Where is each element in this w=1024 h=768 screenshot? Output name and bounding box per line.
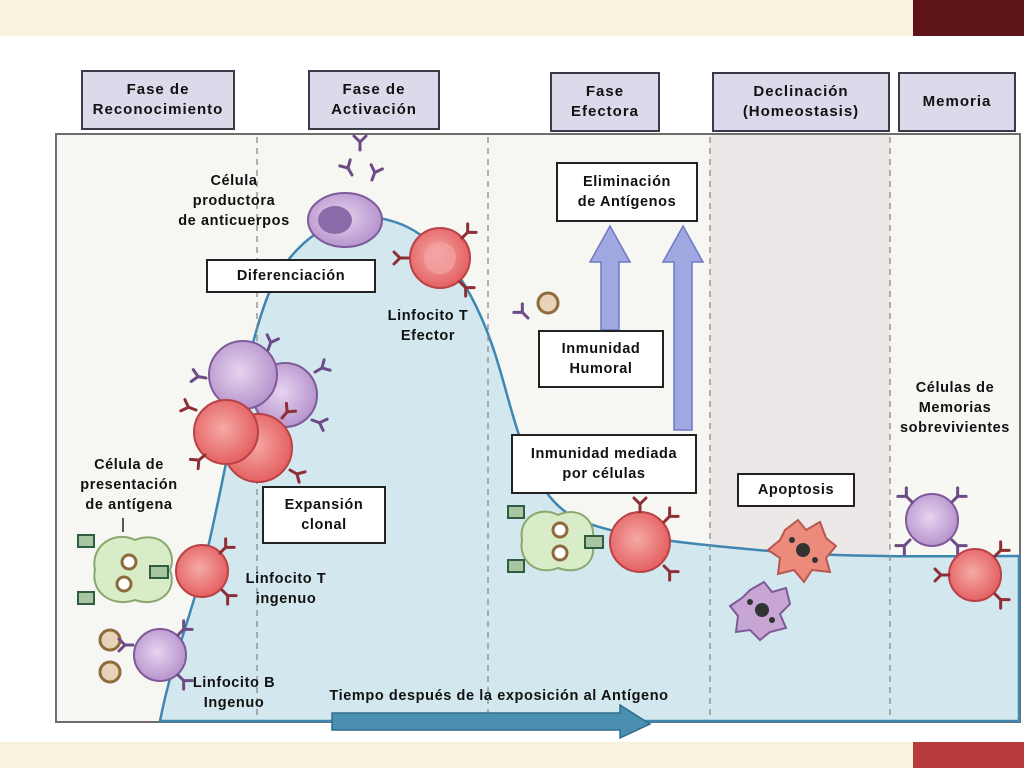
slide-top-accent: [913, 0, 1024, 36]
naive-t-cell: [175, 537, 238, 606]
antibody-producing-cell-label: Célula productora de anticuerpos: [178, 173, 290, 229]
phase-memory: Memoria: [898, 72, 1016, 132]
apoptotic-cell-purple: [728, 580, 792, 642]
cell-mediated-immunity-box: Inmunidad mediada por células: [511, 434, 697, 494]
apoptotic-cell-red: [766, 518, 838, 584]
expansion-cluster: [179, 333, 332, 484]
slide-bottom-accent: [913, 742, 1024, 768]
phase-decline: Declinación (Homeostasis): [712, 72, 890, 132]
elimination-arrows: [588, 224, 705, 431]
slide-top-band: [0, 0, 1024, 36]
antigen-elimination-box: Eliminación de Antígenos: [556, 162, 698, 222]
apc-cell-left: [77, 534, 173, 605]
apc-cell-effector: [507, 505, 604, 573]
effector-t-cell-top: [392, 222, 478, 298]
time-axis-label: Tiempo después de la exposición al Antíg…: [329, 688, 669, 704]
phase-activation: Fase de Activación: [308, 70, 440, 130]
memory-cells-label: Células de Memorias sobrevivientes: [900, 380, 1010, 436]
phase-effector: Fase Efectora: [550, 72, 660, 132]
plasma-cell: [307, 134, 384, 248]
differentiation-box: Diferenciación: [206, 259, 376, 293]
memory-t-cell: [933, 540, 1011, 610]
apoptosis-box: Apoptosis: [737, 473, 855, 507]
antigen-antibody: [512, 291, 560, 324]
humoral-immunity-box: Inmunidad Humoral: [538, 330, 664, 388]
naive-b-cell: [98, 619, 194, 691]
naive-t-label: Linfocito T ingenuo: [245, 571, 327, 607]
naive-b-label: Linfocito B Ingenuo: [192, 675, 276, 711]
effector-t-label: Linfocito T Efector: [387, 308, 469, 344]
memory-b-cell: [894, 486, 968, 556]
phase-recognition: Fase de Reconocimiento: [81, 70, 235, 130]
clonal-expansion-box: Expansión clonal: [262, 486, 386, 544]
slide-bottom-band: [0, 742, 1024, 768]
effector-t-cell-bottom: [609, 496, 680, 582]
apc-label: Célula de presentación de antígena: [80, 457, 178, 513]
time-arrow: [331, 703, 652, 740]
